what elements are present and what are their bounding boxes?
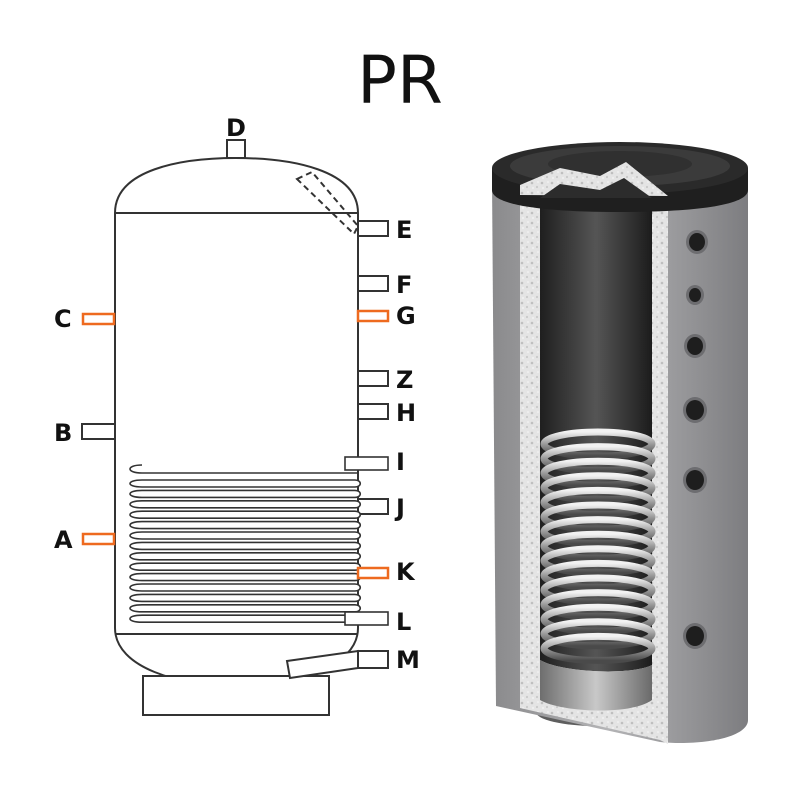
jacket-port-hole [689, 233, 705, 251]
coil-inlet-stub [344, 456, 389, 471]
coil-turn [540, 589, 656, 621]
port-h-stub [357, 403, 389, 420]
coil-loop [129, 593, 362, 603]
label-a: A [54, 526, 73, 554]
coil-loop [129, 510, 362, 519]
coil-turn [540, 428, 656, 460]
coil-turn [540, 545, 656, 577]
port-a-stub [81, 532, 116, 546]
jacket-port-hole [687, 337, 703, 355]
coil-turn [540, 618, 656, 650]
coil-turn [540, 632, 656, 664]
coil-loop [129, 572, 362, 582]
label-i: I [396, 448, 405, 476]
inner-top-edge [540, 178, 652, 198]
coil-loop [129, 541, 362, 551]
coil-turn [540, 486, 656, 518]
jacket-ports [683, 230, 708, 649]
coil-turn [540, 457, 656, 489]
coil-turn [540, 530, 656, 562]
port-c-stub [81, 312, 116, 326]
coil-turn [540, 603, 656, 635]
highlighted-ports [81, 309, 390, 580]
label-g: G [396, 302, 416, 330]
diagram-title: PR [357, 42, 443, 119]
coil-loop [129, 583, 362, 592]
port-m-pipe [285, 649, 359, 680]
jacket-port-hole [686, 470, 704, 490]
coil-loop [129, 614, 362, 623]
coil-loop [129, 520, 362, 530]
label-l: L [396, 608, 411, 636]
dashed-element [295, 170, 360, 236]
port-f-stub [357, 275, 389, 292]
tank-cutaway-render [492, 142, 748, 744]
port-d-stub [226, 139, 246, 159]
coil-loop [129, 562, 362, 571]
port-z-stub [357, 370, 389, 387]
port-b-stub [81, 423, 116, 440]
coil-turn [540, 443, 656, 475]
port-e-stub [357, 220, 389, 237]
coil-turn [540, 472, 656, 504]
coil-turn [540, 559, 656, 591]
tank-base-stand [142, 675, 330, 716]
coil-loop [129, 479, 362, 488]
port-g-stub [356, 309, 390, 323]
label-z: Z [396, 366, 413, 394]
tank-schematic [81, 139, 389, 716]
coil-turn [540, 574, 656, 606]
coil-loop [129, 531, 362, 540]
label-b: B [54, 419, 72, 447]
top-cap-inner [548, 151, 692, 177]
coil-turn [540, 516, 656, 548]
label-e: E [396, 216, 412, 244]
coil-loop [129, 604, 362, 613]
label-k: K [396, 558, 416, 586]
label-d: D [226, 114, 246, 142]
jacket-port-hole [686, 400, 704, 420]
port-k-stub [356, 566, 390, 580]
jacket-port-hole [686, 626, 704, 646]
label-j: J [394, 494, 405, 522]
port-m-stub [357, 650, 389, 669]
coil-loop [129, 489, 362, 499]
port-labels: D E F G Z H I J K L M C B A [54, 114, 420, 674]
coil-turn [540, 501, 656, 533]
label-h: H [396, 399, 416, 427]
coil-outlet-stub [344, 611, 389, 626]
label-f: F [396, 271, 412, 299]
inner-bottom-bowl [540, 660, 652, 711]
label-c: C [54, 305, 72, 333]
coil-loop [129, 500, 362, 509]
render-coil [540, 428, 656, 664]
port-j-stub [357, 498, 389, 515]
coil-loop [129, 552, 362, 561]
label-m: M [396, 646, 420, 674]
jacket-port-hole [689, 288, 701, 302]
